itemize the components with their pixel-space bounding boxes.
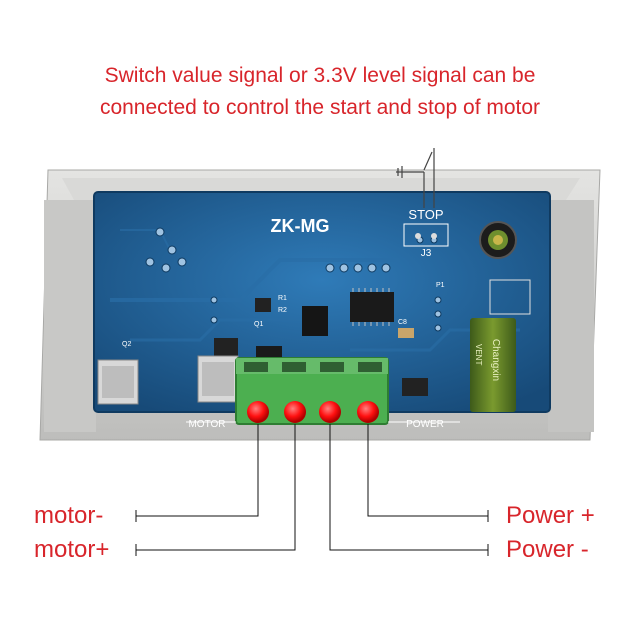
motor-plus-label: motor+ (34, 536, 110, 563)
p1-label: P1 (436, 282, 445, 289)
transistor-q3 (214, 338, 238, 356)
board-model-label: ZK-MG (271, 216, 330, 236)
round-capacitor (479, 221, 517, 259)
transistor-q1 (255, 298, 271, 312)
j3-label: J3 (421, 248, 432, 259)
regulator-chip (302, 306, 328, 336)
terminal-block (235, 357, 389, 425)
q1-label: Q1 (254, 321, 263, 328)
power-silkscreen-label: POWER (406, 419, 444, 430)
capacitor-outline (489, 279, 531, 315)
caption-line-1: Switch value signal or 3.3V level signal… (104, 64, 536, 87)
r2-label: R2 (278, 307, 287, 314)
capacitor-brand: Changxin (490, 339, 501, 381)
power-minus-label: Power - (506, 536, 589, 563)
motor-minus-label: motor- (34, 502, 104, 529)
caption-line-2: connected to control the start and stop … (99, 96, 541, 119)
terminal-screws (247, 401, 379, 423)
screw-power-minus[interactable] (319, 401, 341, 423)
leader-lines (135, 424, 489, 556)
c8-label: C8 (398, 319, 407, 326)
stop-label: STOP (408, 207, 443, 222)
q2-label: Q2 (122, 341, 131, 348)
screw-motor-plus[interactable] (284, 401, 306, 423)
q2-heatsink (97, 359, 139, 405)
r1-label: R1 (278, 295, 287, 302)
screw-power-plus[interactable] (357, 401, 379, 423)
electrolytic-capacitor: Changxin VENT (470, 318, 516, 412)
q3-heatsink (197, 355, 239, 403)
small-transistor (402, 378, 428, 396)
smd-capacitor (398, 328, 414, 338)
motor-silkscreen-label: MOTOR (188, 419, 225, 430)
stop-connector (403, 223, 449, 247)
screw-motor-minus[interactable] (247, 401, 269, 423)
power-plus-label: Power + (506, 502, 595, 529)
switch-symbol (396, 148, 435, 208)
capacitor-vent: VENT (474, 344, 483, 365)
ic-chip (350, 288, 394, 326)
